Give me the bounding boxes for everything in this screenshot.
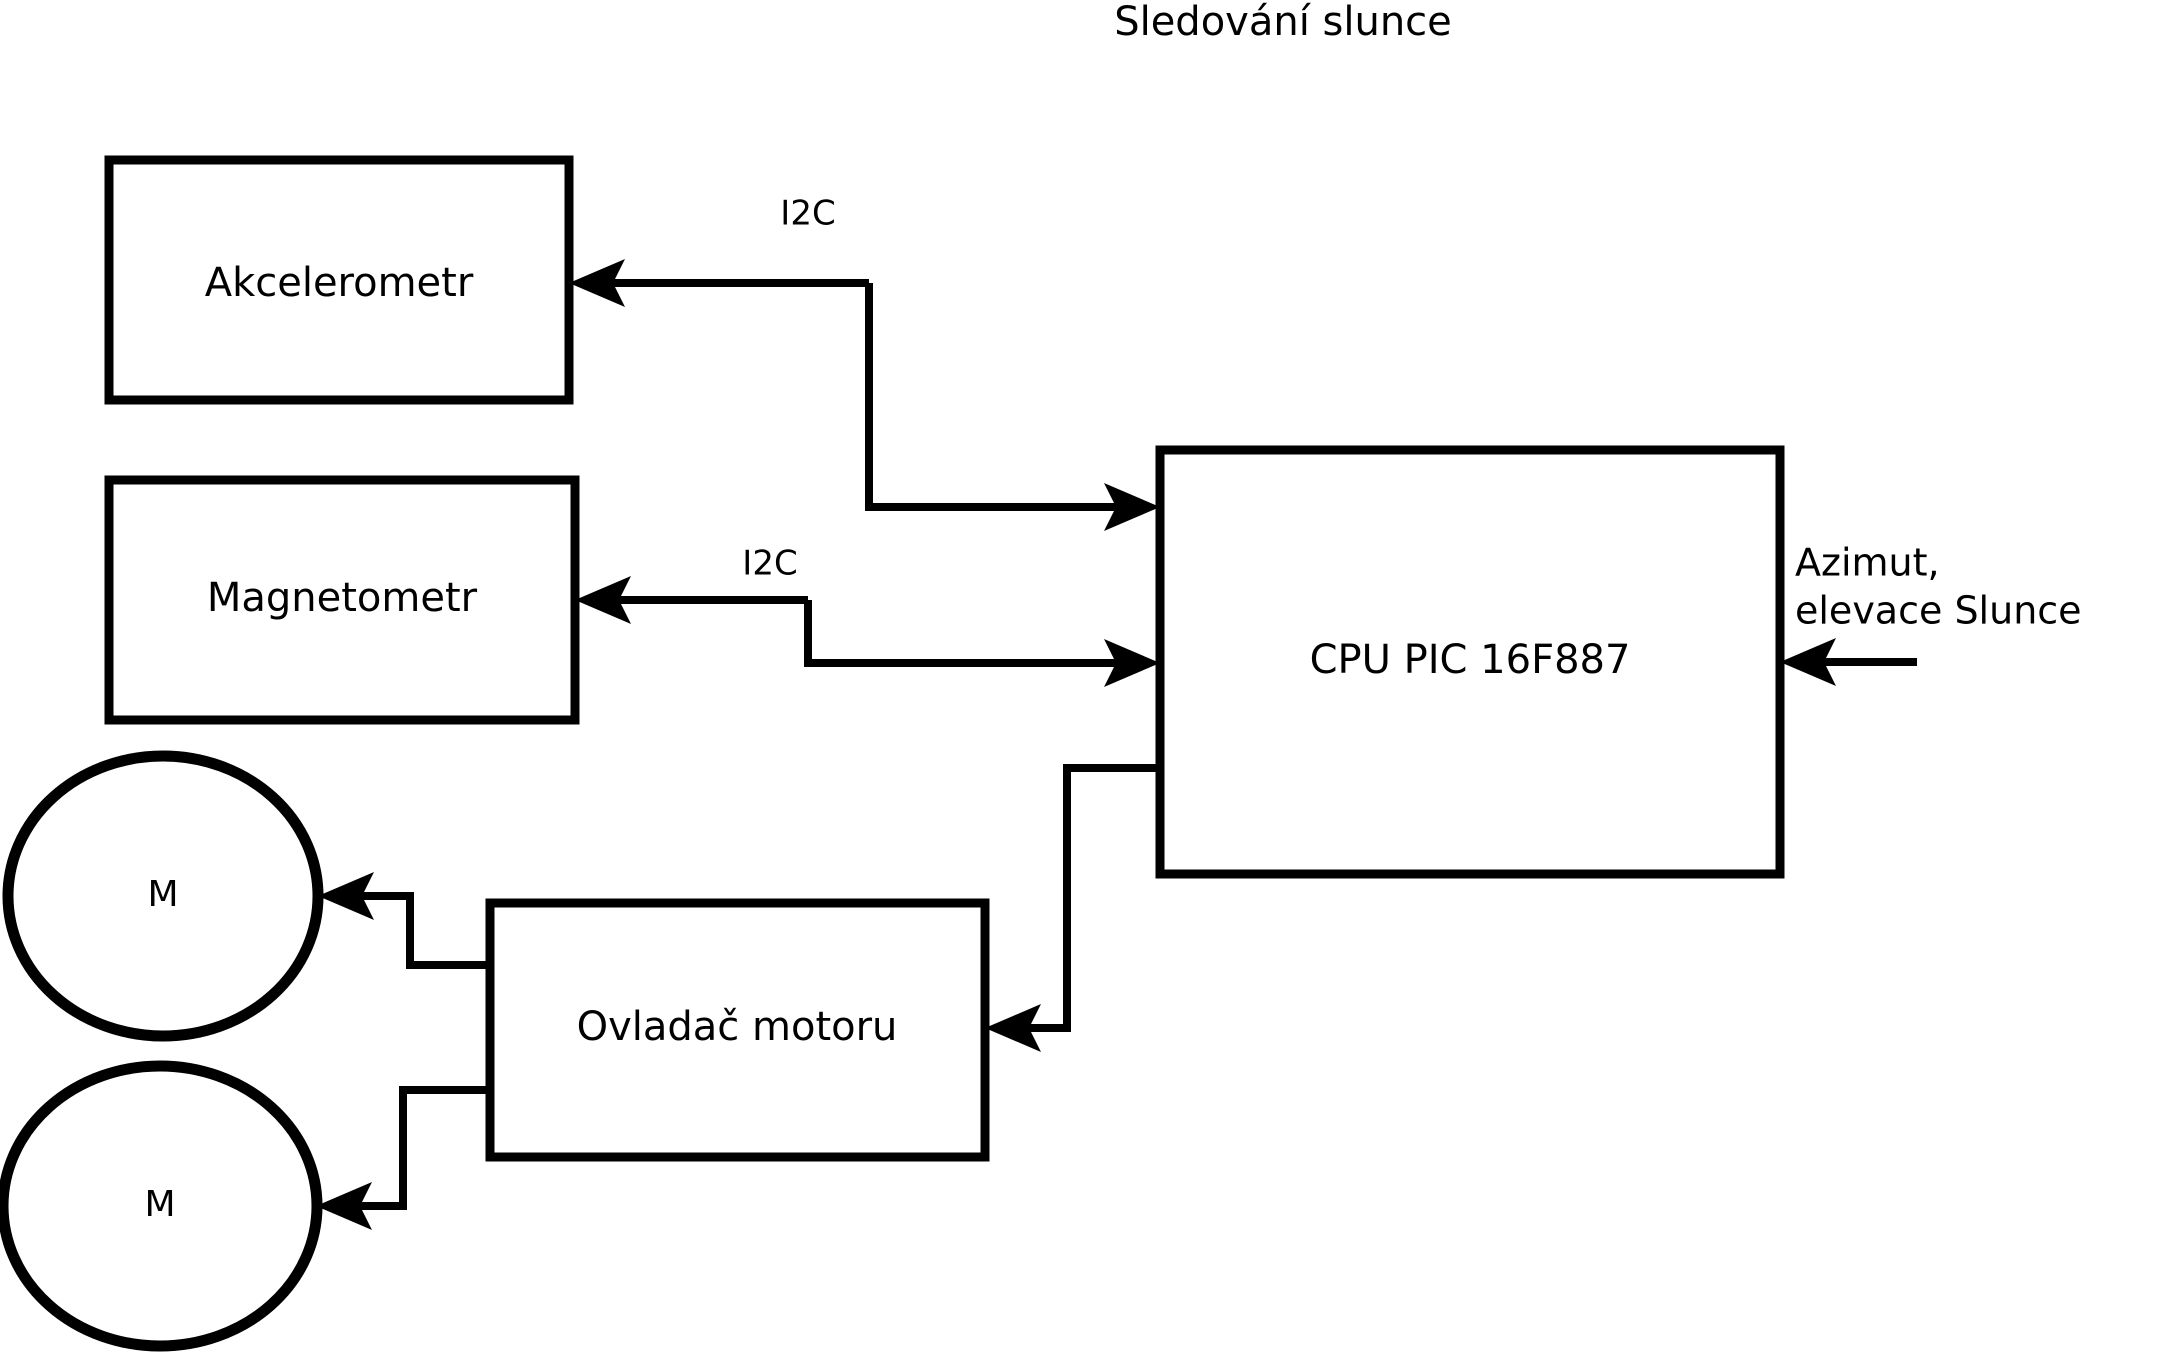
node-accelerometer-label: Akcelerometr — [205, 260, 474, 306]
sun-input-label-line2: elevace Slunce — [1795, 589, 2082, 633]
edge-label-i2c-accelerometer: I2C — [780, 194, 835, 234]
node-magnetometer-box[interactable] — [104, 475, 580, 725]
edge-accelerometer-to-cpu-line — [865, 283, 1130, 511]
node-accelerometer-box[interactable] — [104, 155, 574, 405]
edge-motor-driver-to-motor-top-arrowhead — [318, 872, 374, 920]
edge-accelerometer-to-cpu-arrowhead — [1104, 483, 1160, 531]
edge-cpu-to-accelerometer-arrowhead — [569, 259, 625, 307]
node-cpu-box[interactable] — [1155, 445, 1785, 879]
edge-motor-driver-to-motor-top-line — [349, 892, 490, 969]
node-cpu-label: CPU PIC 16F887 — [1310, 637, 1631, 683]
node-magnetometer-label: Magnetometr — [207, 575, 478, 621]
edge-cpu-to-motor-driver-line — [1016, 764, 1164, 1032]
edge-label-i2c-magnetometer: I2C — [742, 544, 797, 584]
page-title: Sledování slunce — [1114, 0, 1452, 45]
node-motor-bottom-label: M — [144, 1184, 175, 1225]
node-motor-top-label: M — [147, 874, 178, 915]
edge-cpu-to-magnetometer-arrowhead — [575, 576, 631, 624]
sun-input-label-line1: Azimut, — [1795, 541, 1940, 585]
edge-sun-input-to-cpu-arrowhead — [1780, 638, 1836, 686]
edge-motor-driver-to-motor-bottom-arrowhead — [316, 1182, 372, 1230]
node-motor-driver-label: Ovladač motoru — [577, 1004, 898, 1050]
edge-motor-driver-to-motor-bottom-line — [347, 1086, 490, 1210]
node-motor-driver-box[interactable] — [485, 898, 990, 1162]
edge-magnetometer-to-cpu-line — [804, 600, 1130, 667]
edge-magnetometer-to-cpu-arrowhead — [1104, 639, 1160, 687]
edge-cpu-to-motor-driver-arrowhead — [985, 1004, 1041, 1052]
